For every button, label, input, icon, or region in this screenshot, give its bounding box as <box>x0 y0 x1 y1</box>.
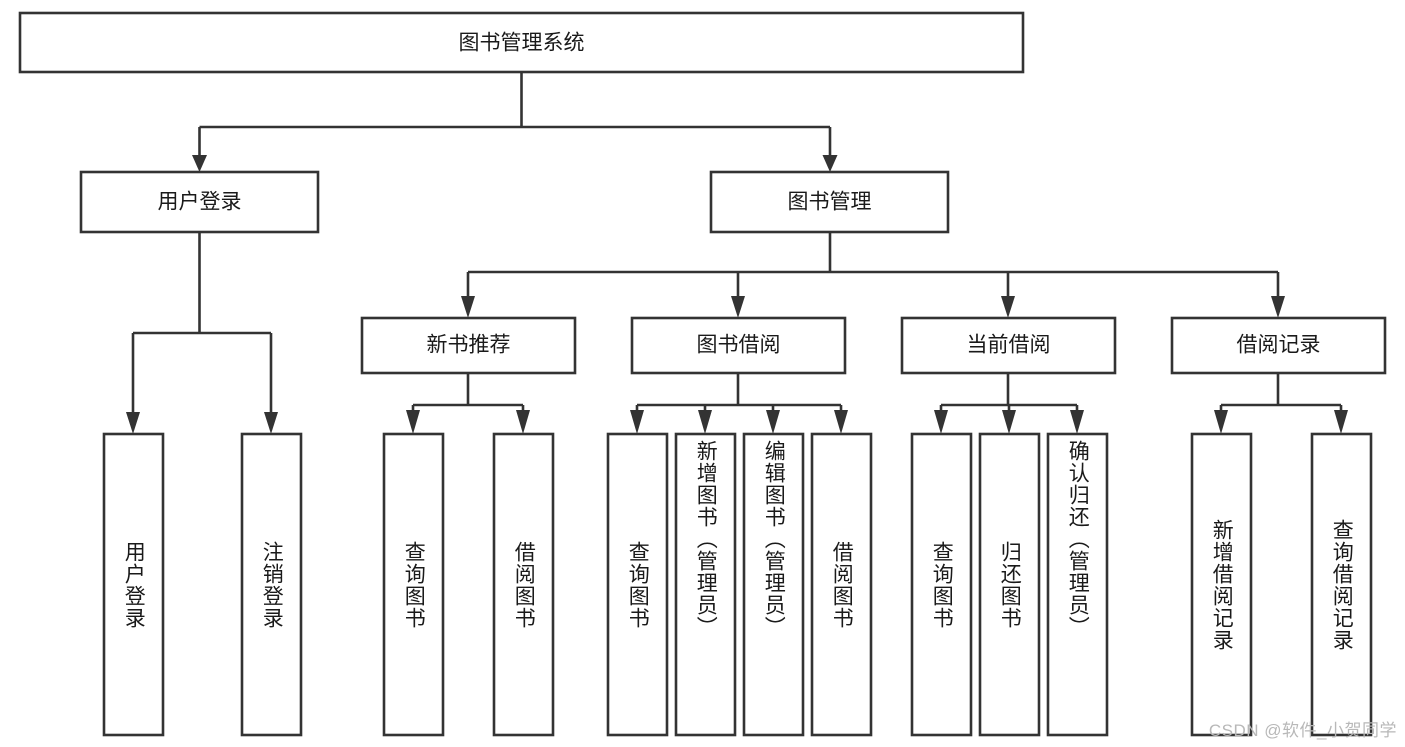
node-bookborrow-label: 图书借阅 <box>697 334 781 357</box>
node-bookmgmt-label: 图书管理 <box>788 191 872 214</box>
node-root-box[interactable] <box>18 11 1025 74</box>
arrowhead-leaf-newbook-1 <box>406 410 420 434</box>
node-bookmgmt-box[interactable] <box>709 170 950 234</box>
leaf-box-currentborrow-2[interactable] <box>978 432 1041 737</box>
horizontal-label-group: 图书管理系统 用户登录 图书管理 新书推荐 图书借阅 当前借阅 借阅记录 <box>158 32 1321 357</box>
arrowhead-bookmgmt <box>822 155 838 172</box>
csdn-watermark: CSDN @软件_小贺同学 <box>1208 721 1397 740</box>
leaf-box-bookborrow-4[interactable] <box>810 432 873 737</box>
node-newbook-box[interactable] <box>360 316 577 375</box>
node-userlogin-box[interactable] <box>79 170 320 234</box>
node-borrowrecord-label: 借阅记录 <box>1237 334 1321 357</box>
node-newbook-label: 新书推荐 <box>427 334 511 357</box>
leaf-box-currentborrow-1[interactable] <box>910 432 973 737</box>
arrowhead-newbook <box>461 296 475 318</box>
leaf-box-userlogin-2[interactable] <box>240 432 303 737</box>
node-root-label: 图书管理系统 <box>459 32 585 55</box>
leaf-box-borrowrecord-2[interactable] <box>1310 432 1373 737</box>
arrowhead-borrowrecord <box>1271 296 1285 318</box>
arrowhead-userlogin <box>192 155 207 172</box>
arrowhead-leaf-userlogin-1 <box>126 412 140 434</box>
leaf-box-userlogin-1[interactable] <box>102 432 165 737</box>
arrowhead-leaf-bookborrow-4 <box>834 410 848 434</box>
arrowhead-leaf-currentborrow-3 <box>1070 410 1084 434</box>
arrowhead-leaf-borrowrecord-1 <box>1214 410 1228 434</box>
arrowhead-leaf-bookborrow-3 <box>766 410 780 434</box>
node-bookborrow-box[interactable] <box>630 316 847 375</box>
leaf-box-currentborrow-3[interactable] <box>1046 432 1109 737</box>
arrowhead-currentborrow <box>1001 296 1015 318</box>
leaf-box-bookborrow-3[interactable] <box>742 432 805 737</box>
arrowhead-leaf-newbook-2 <box>516 410 530 434</box>
node-currentborrow-box[interactable] <box>900 316 1117 375</box>
node-currentborrow-label: 当前借阅 <box>967 334 1051 357</box>
arrowhead-leaf-bookborrow-2 <box>698 410 712 434</box>
arrowhead-leaf-userlogin-2 <box>264 412 278 434</box>
leaf-box-newbook-1[interactable] <box>382 432 445 737</box>
node-box-group <box>18 11 1387 737</box>
node-userlogin-label: 用户登录 <box>158 191 242 214</box>
leaf-box-borrowrecord-1[interactable] <box>1190 432 1253 737</box>
arrowhead-leaf-borrowrecord-2 <box>1334 410 1348 434</box>
connector-group <box>126 72 1348 434</box>
arrowhead-leaf-currentborrow-1 <box>934 410 948 434</box>
node-borrowrecord-box[interactable] <box>1170 316 1387 375</box>
leaf-box-bookborrow-2[interactable] <box>674 432 737 737</box>
arrowhead-bookborrow <box>731 296 745 318</box>
leaf-box-bookborrow-1[interactable] <box>606 432 669 737</box>
arrowhead-leaf-bookborrow-1 <box>630 410 644 434</box>
leaf-box-newbook-2[interactable] <box>492 432 555 737</box>
arrowhead-leaf-currentborrow-2 <box>1002 410 1016 434</box>
